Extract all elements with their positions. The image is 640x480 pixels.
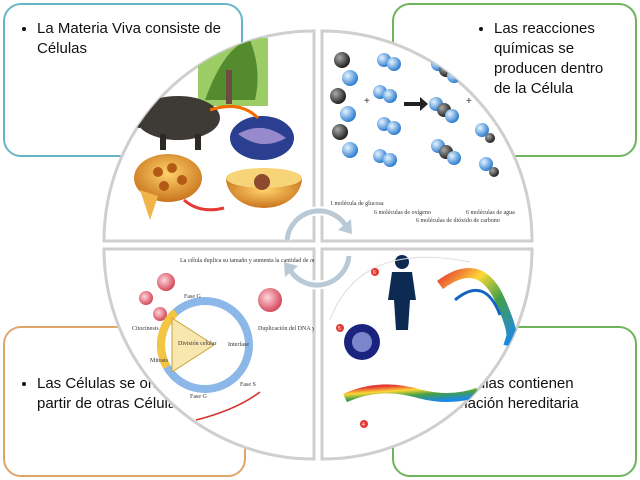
equation-label: 1 molécula de glucosa	[330, 201, 384, 207]
honeycomb-tissue-image	[134, 154, 202, 220]
equation-label: 6 moléculas de dióxido de carbono	[416, 218, 500, 224]
cycle-label: Interfase	[228, 341, 249, 348]
reaction-arrow-icon	[404, 97, 428, 111]
cycle-label: Fase S	[240, 382, 256, 388]
cycle-ring-mitosis	[157, 296, 253, 393]
principle-text: Las reacciones químicas se producen dent…	[494, 19, 621, 99]
oxygen-molecules	[373, 53, 401, 167]
quadrant-heredity: 6 5 4	[320, 247, 534, 461]
arrow-icon	[183, 198, 225, 212]
equation-label: 6 moléculas de oxígeno	[374, 210, 431, 216]
cell-image	[153, 307, 167, 321]
cell-cutaway-image	[226, 168, 302, 208]
step-marker	[336, 324, 344, 332]
tree-image	[198, 38, 268, 106]
step-marker	[360, 420, 368, 428]
cycle-label: Fase G	[184, 294, 201, 300]
cycle-label: Duplicación del DNA y proteínas asociada…	[258, 325, 519, 332]
plus-operator: +	[466, 96, 472, 107]
cycle-arrows-icon	[282, 206, 354, 290]
cell-image	[157, 273, 175, 291]
glucose-molecule	[330, 52, 358, 158]
cycle-division-wedge	[171, 317, 215, 373]
step-number: 6	[373, 270, 376, 276]
step-number: 4	[362, 422, 365, 428]
cycle-label: La célula duplica su tamaño y aumenta la…	[180, 258, 398, 264]
cycle-label: Fase G	[190, 394, 207, 400]
step-number: 5	[338, 326, 341, 332]
cycle-label: Citocinesis	[132, 326, 159, 332]
cell-image	[139, 291, 153, 305]
arrow-icon	[209, 104, 260, 120]
quadrant-chemical-reactions: + + 1 molécula de glucosa 6 moléculas de…	[320, 29, 534, 243]
cell-image	[258, 288, 282, 312]
principle-text: La Materia Viva consiste de Células	[37, 19, 227, 59]
plus-operator: +	[364, 96, 370, 107]
chromosome-cell-image	[344, 324, 380, 360]
quadrant-cell-cycle: La célula duplica su tamaño y aumenta la…	[102, 247, 519, 461]
cycle-path	[329, 256, 471, 321]
nucleus-image	[230, 116, 294, 160]
dna-helix-image	[437, 268, 517, 346]
arrow-icon	[195, 391, 261, 421]
cycle-label: Mitosis	[150, 358, 169, 364]
equation-label: 6 moléculas de agua	[466, 210, 515, 216]
quadrant-living-matter	[102, 29, 316, 243]
cycle-label: División celular	[178, 341, 217, 347]
chromosome-image	[343, 384, 480, 403]
step-marker	[371, 268, 379, 276]
